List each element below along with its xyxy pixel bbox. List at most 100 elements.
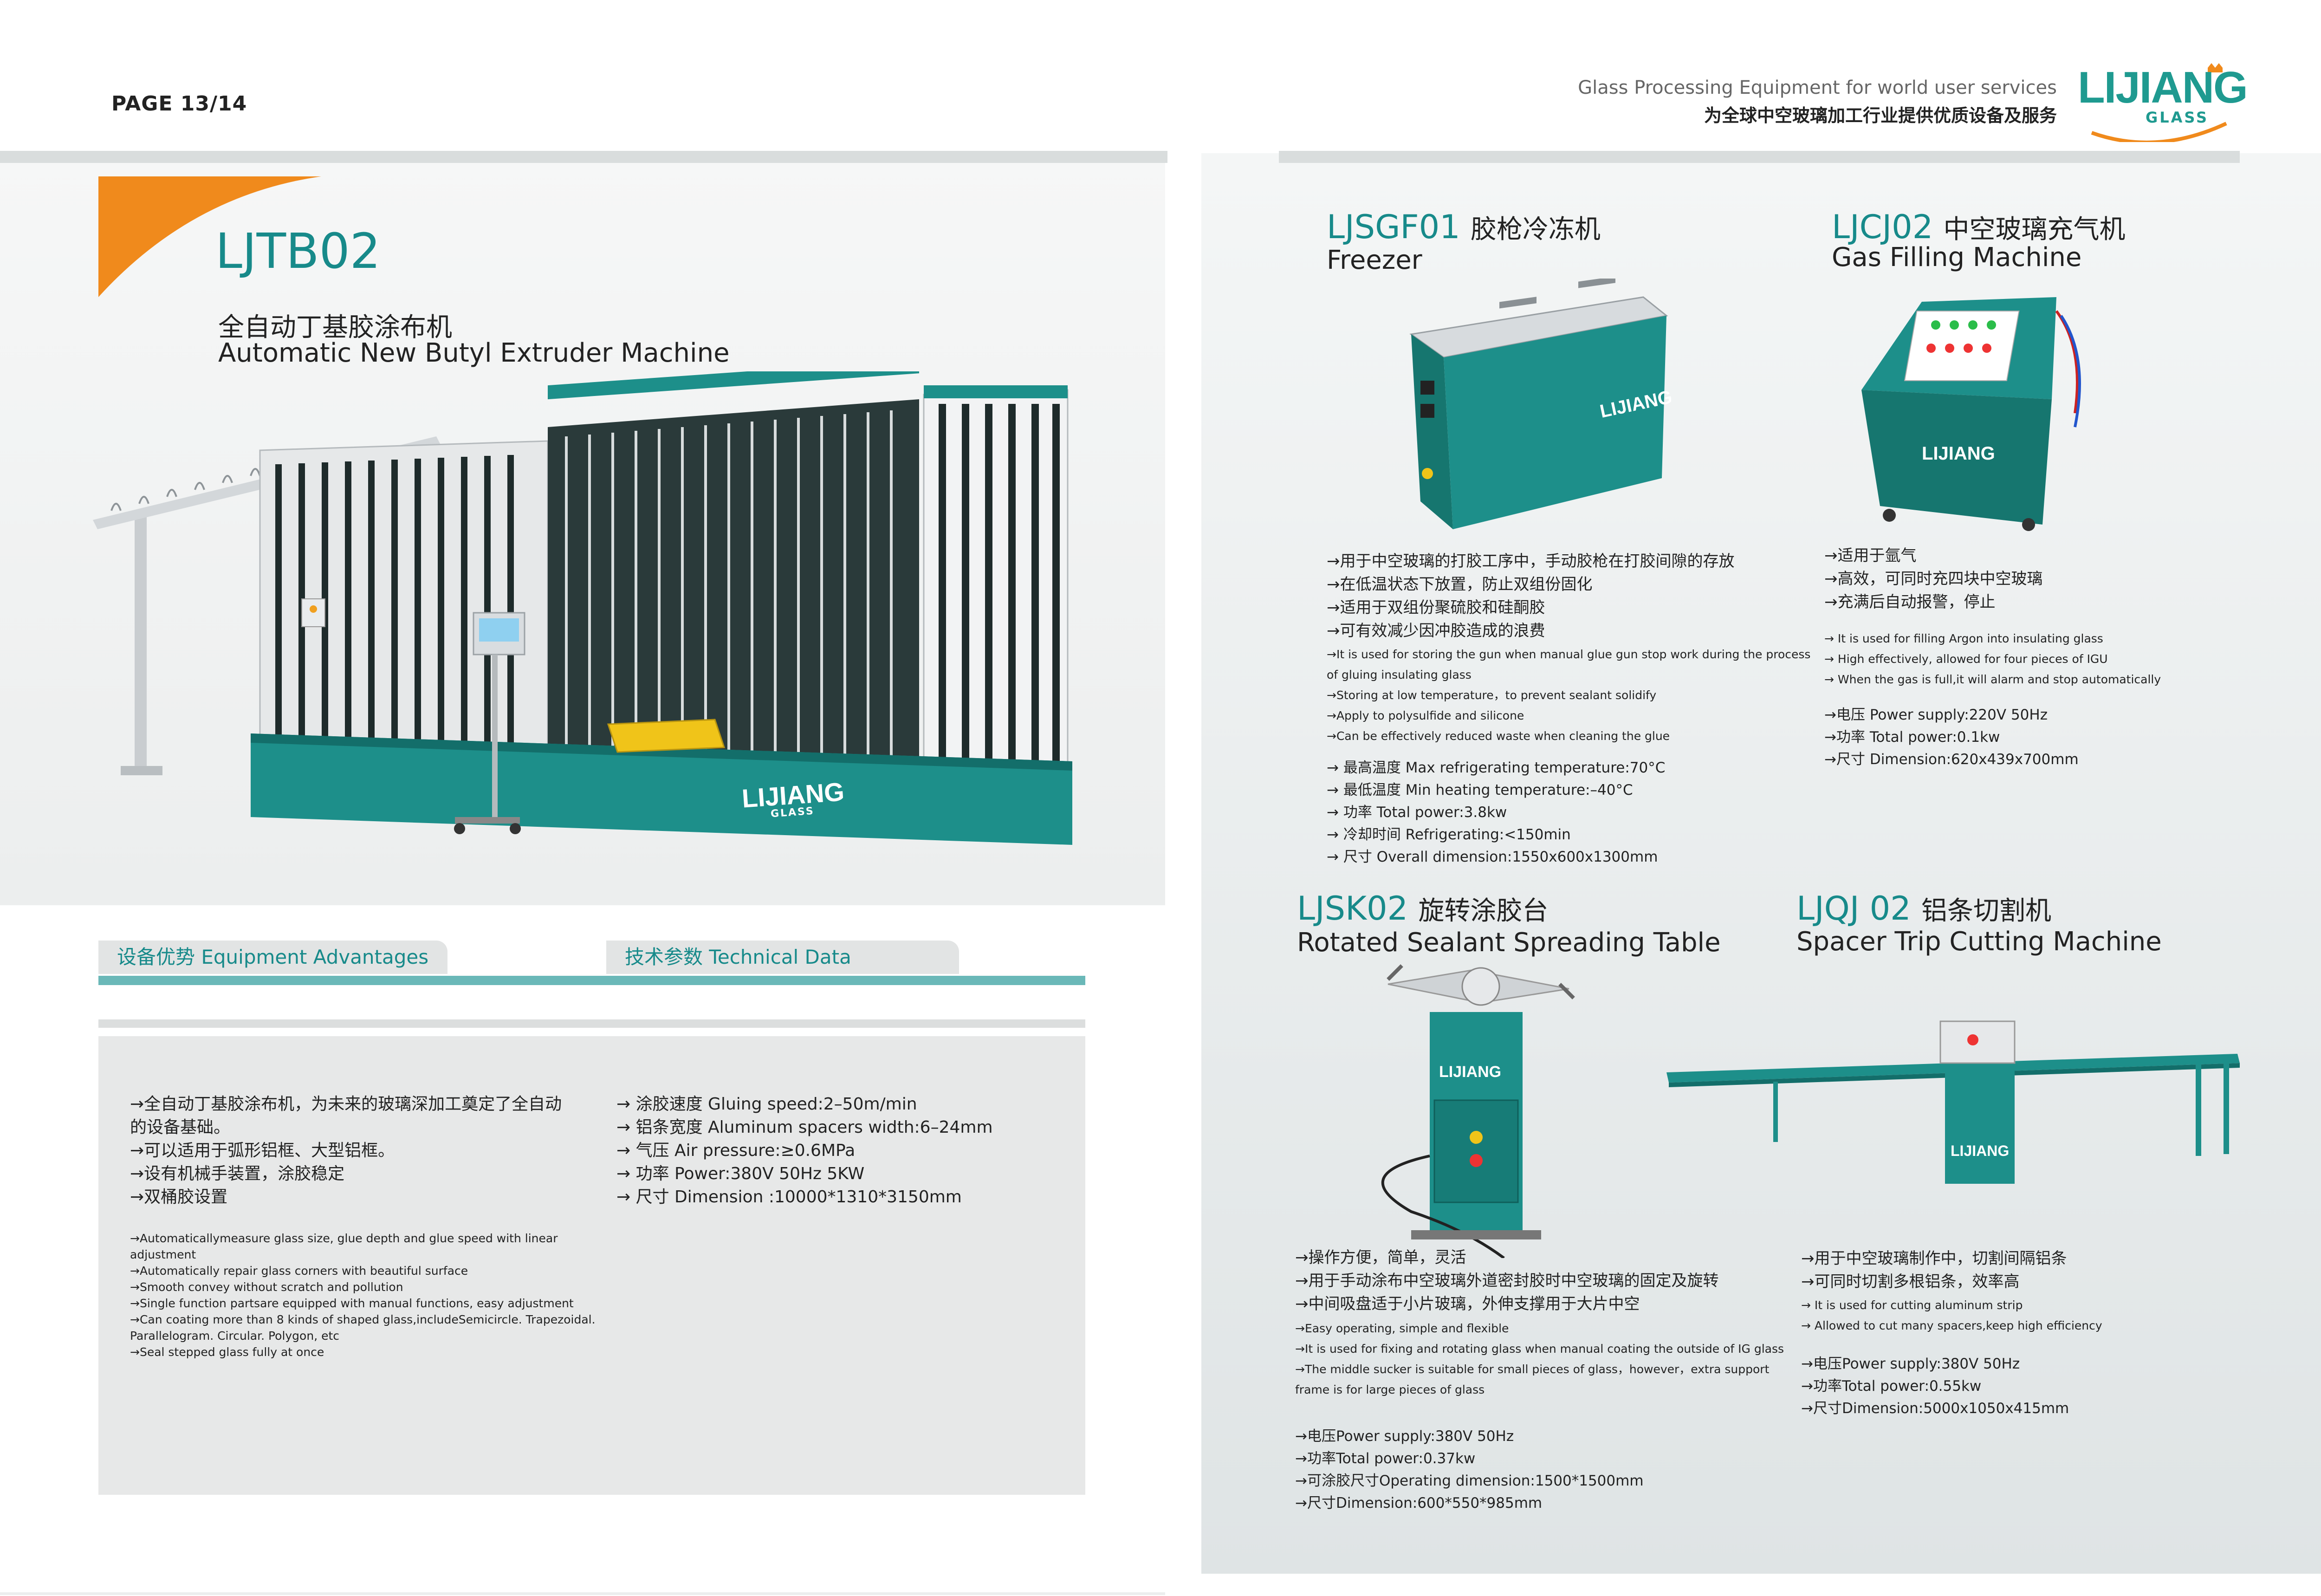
cutting-cn-list: →用于中空玻璃制作中，切割间隔铝条 →可同时切割多根铝条，效率高 <box>1801 1247 2067 1293</box>
list-item: → 最高温度 Max refrigerating temperature:70°… <box>1327 759 1666 776</box>
advantages-en-list: →Automaticallymeasure glass size, glue d… <box>130 1230 596 1360</box>
left-bottom-line <box>0 1592 1165 1595</box>
page-number: PAGE 13/14 <box>111 92 247 116</box>
list-item: → 铝条宽度 Aluminum spacers width:6–24mm <box>616 1118 993 1137</box>
list-item: → 尺寸 Overall dimension:1550x600x1300mm <box>1327 849 1658 865</box>
list-item: adjustment <box>130 1248 196 1261</box>
list-item: Parallelogram. Circular. Polygon, etc <box>130 1329 340 1343</box>
advantages-cn-list: →全自动丁基胶涂布机，为未来的玻璃深加工奠定了全自动 的设备基础。 →可以适用于… <box>130 1093 562 1209</box>
cutting-name-cn: 铝条切割机 <box>1921 896 2051 926</box>
main-title-cn: 全自动丁基胶涂布机 <box>218 312 452 343</box>
list-item: →功率 Total power:0.1kw <box>1824 729 2000 746</box>
list-item: →操作方便，简单，灵活 <box>1295 1248 1466 1267</box>
main-title-en: Automatic New Butyl Extruder Machine <box>218 338 730 368</box>
logo-text: LIJIANG <box>2078 63 2248 112</box>
list-item: →Can be effectively reduced waste when c… <box>1327 729 1670 743</box>
list-item: → 涂胶速度 Gluing speed:2–50m/min <box>616 1095 917 1114</box>
gas-cn-list: →适用于氩气 →高效，可同时充四块中空玻璃 →充满后自动报警，停止 <box>1824 544 2043 614</box>
list-item: →电压Power supply:380V 50Hz <box>1295 1428 1514 1445</box>
table-name-cn: 旋转涂胶台 <box>1418 896 1549 926</box>
list-item: →Automaticallymeasure glass size, glue d… <box>130 1232 558 1245</box>
gas-title: LJCJ02 中空玻璃充气机 <box>1832 208 2126 246</box>
list-item: →尺寸Dimension:600*550*985mm <box>1295 1495 1543 1512</box>
list-item: →Easy operating, simple and flexible <box>1295 1322 1509 1335</box>
svg-text:LIJIANG: LIJIANG <box>1922 443 1995 464</box>
list-item: →高效，可同时充四块中空玻璃 <box>1824 570 2043 588</box>
orange-corner-accent <box>98 176 321 297</box>
cutting-model: LJQJ 02 <box>1796 889 1911 928</box>
table-model: LJSK02 <box>1297 889 1408 928</box>
gas-model: LJCJ02 <box>1832 208 1933 246</box>
freezer-image: LIJIANG <box>1402 279 1671 538</box>
content-top-divider <box>98 1019 1085 1028</box>
table-title: LJSK02 旋转涂胶台 <box>1297 889 1548 928</box>
slogan-en: Glass Processing Equipment for world use… <box>1578 77 2057 98</box>
list-item: →Smooth convey without scratch and pollu… <box>130 1280 403 1294</box>
gas-specs: →电压 Power supply:220V 50Hz →功率 Total pow… <box>1824 704 2079 771</box>
list-item: →Automatically repair glass corners with… <box>130 1264 468 1278</box>
list-item: →Can coating more than 8 kinds of shaped… <box>130 1313 596 1326</box>
left-top-divider <box>0 151 1167 163</box>
list-item: →适用于双组份聚硫胶和硅酮胶 <box>1327 598 1545 617</box>
list-item: →设有机械手装置，涂胶稳定 <box>130 1164 345 1183</box>
list-item: →可涂胶尺寸Operating dimension:1500*1500mm <box>1295 1473 1644 1489</box>
cutting-machine-image: LIJIANG <box>1666 1017 2242 1193</box>
list-item: →功率Total power:0.55kw <box>1801 1378 1982 1395</box>
list-item: →可以适用于弧形铝框、大型铝框。 <box>130 1141 395 1160</box>
list-item: →尺寸Dimension:5000x1050x415mm <box>1801 1400 2069 1417</box>
right-top-divider <box>1279 151 2240 163</box>
list-item: → It is used for filling Argon into insu… <box>1824 632 2103 645</box>
butyl-extruder-machine-image <box>84 371 1086 873</box>
cutting-specs: →电压Power supply:380V 50Hz →功率Total power… <box>1801 1353 2069 1420</box>
list-item: →适用于氩气 <box>1824 546 1917 565</box>
list-item: → It is used for cutting aluminum strip <box>1801 1298 2023 1312</box>
tab-technical-data: 技术参数 Technical Data <box>606 941 959 974</box>
svg-text:LIJIANG: LIJIANG <box>1951 1142 2009 1159</box>
cutting-title: LJQJ 02 铝条切割机 <box>1796 889 2051 928</box>
rotated-table-image: LIJIANG <box>1374 961 1578 1258</box>
list-item: → 气压 Air pressure:≥0.6MPa <box>616 1141 856 1160</box>
list-item: →在低温状态下放置，防止双组份固化 <box>1327 575 1593 594</box>
list-item: → High effectively, allowed for four pie… <box>1824 652 2108 666</box>
cutting-name-en: Spacer Trip Cutting Machine <box>1796 927 2162 957</box>
technical-data-list: → 涂胶速度 Gluing speed:2–50m/min → 铝条宽度 Alu… <box>616 1093 993 1209</box>
list-item: →电压 Power supply:220V 50Hz <box>1824 707 2048 723</box>
freezer-title: LJSGF01 胶枪冷冻机 <box>1327 208 1601 246</box>
list-item: →尺寸 Dimension:620x439x700mm <box>1824 751 2079 768</box>
tab-underline <box>98 976 1085 985</box>
list-item: →用于中空玻璃制作中，切割间隔铝条 <box>1801 1249 2067 1268</box>
list-item: →The middle sucker is suitable for small… <box>1295 1362 1770 1376</box>
slogan-cn: 为全球中空玻璃加工行业提供优质设备及服务 <box>1704 105 2057 126</box>
list-item: →充满后自动报警，停止 <box>1824 593 1996 611</box>
freezer-cn-list: →用于中空玻璃的打胶工序中，手动胶枪在打胶间隙的存放 →在低温状态下放置，防止双… <box>1327 550 1735 642</box>
freezer-specs: → 最高温度 Max refrigerating temperature:70°… <box>1327 757 1665 868</box>
list-item: →It is used for fixing and rotating glas… <box>1295 1342 1784 1356</box>
list-item: →用于中空玻璃的打胶工序中，手动胶枪在打胶间隙的存放 <box>1327 552 1735 571</box>
right-page-background <box>1201 153 2321 1574</box>
list-item: → 功率 Total power:3.8kw <box>1327 804 1507 821</box>
table-cn-list: →操作方便，简单，灵活 →用于手动涂布中空玻璃外道密封胶时中空玻璃的固定及旋转 … <box>1295 1246 1719 1316</box>
freezer-name-cn: 胶枪冷冻机 <box>1470 214 1601 245</box>
list-item: →中间吸盘适于小片玻璃，外伸支撑用于大片中空 <box>1295 1295 1640 1313</box>
list-item: → When the gas is full,it will alarm and… <box>1824 673 2161 686</box>
list-item: →Seal stepped glass fully at once <box>130 1345 324 1359</box>
list-item: → 功率 Power:380V 50Hz 5KW <box>616 1164 865 1183</box>
list-item: →用于手动涂布中空玻璃外道密封胶时中空玻璃的固定及旋转 <box>1295 1272 1719 1290</box>
list-item: →Apply to polysulfide and silicone <box>1327 709 1524 722</box>
gas-en-list: → It is used for filling Argon into insu… <box>1824 629 2161 690</box>
table-en-list: →Easy operating, simple and flexible →It… <box>1295 1318 1784 1400</box>
freezer-name-en: Freezer <box>1327 245 1422 275</box>
table-specs: →电压Power supply:380V 50Hz →功率Total power… <box>1295 1425 1644 1514</box>
freezer-en-list: →It is used for storing the gun when man… <box>1327 644 1810 746</box>
content-panel <box>98 1036 1085 1495</box>
gas-name-en: Gas Filling Machine <box>1832 242 2082 272</box>
list-item: of gluing insulating glass <box>1327 668 1472 681</box>
list-item: →电压Power supply:380V 50Hz <box>1801 1356 2020 1372</box>
list-item: →Single function partsare equipped with … <box>130 1297 574 1310</box>
list-item: →可有效减少因冲胶造成的浪费 <box>1327 622 1545 640</box>
brand-logo <box>2078 63 2236 142</box>
list-item: → Allowed to cut many spacers,keep high … <box>1801 1319 2102 1332</box>
list-item: → 最低温度 Min heating temperature:–40°C <box>1327 782 1633 798</box>
table-name-en: Rotated Sealant Spreading Table <box>1297 928 1721 958</box>
gas-name-cn: 中空玻璃充气机 <box>1943 214 2126 245</box>
